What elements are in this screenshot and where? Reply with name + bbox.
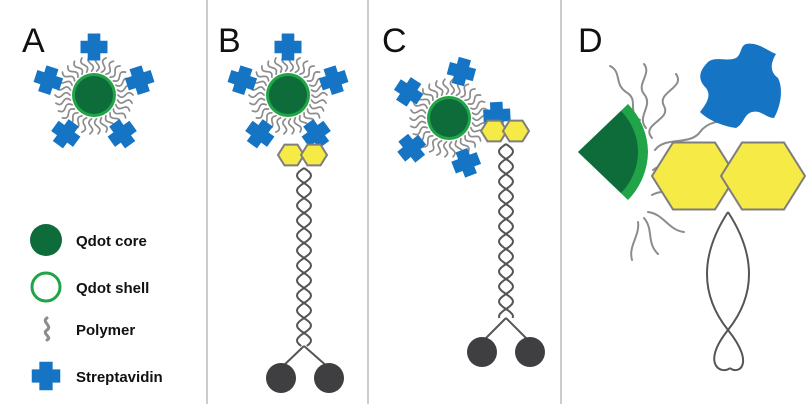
panel-c-qdot (390, 55, 512, 181)
panel-b-dna-tether (295, 167, 313, 347)
panel-b-bead-linker (280, 345, 330, 369)
panel-b-biotin-pair (276, 143, 329, 167)
panel-c-dna-tether (497, 143, 515, 319)
legend-core-label: Qdot core (76, 233, 147, 250)
legend-streptavidin-label: Streptavidin (76, 369, 163, 386)
panel-d-dna-tether (706, 211, 750, 372)
panel-d-qdot-core (578, 111, 638, 193)
panel-label-b: B (218, 22, 241, 60)
polymer-fringe (409, 78, 489, 158)
panel-c-bead-right (515, 337, 545, 367)
polymer-strand (640, 63, 649, 129)
legend-polymer-icon (43, 316, 51, 342)
streptavidin-icon (392, 129, 431, 168)
panel-label-a: A (22, 22, 45, 60)
polymer-fringe (248, 55, 328, 135)
qdot-core (75, 76, 113, 114)
polymer-strand (643, 217, 659, 255)
streptavidin-icon (316, 63, 351, 98)
dna-strand (497, 143, 515, 319)
panel-c-biotin-hexagon-right (501, 119, 531, 143)
panel-b-qdot (225, 33, 351, 153)
panel-c-bead-linker (481, 317, 531, 343)
polymer-strand (648, 73, 680, 139)
qdot-core (269, 76, 307, 114)
streptavidin-icon (46, 114, 85, 153)
panel-d-streptavidin-icon (700, 43, 781, 129)
panel-label-d: D (578, 22, 603, 60)
panel-c-beads (467, 317, 545, 367)
polymer-strand (647, 211, 685, 233)
streptavidin-icon (274, 33, 302, 61)
legend-streptavidin-icon (31, 361, 61, 391)
streptavidin-icon (80, 33, 108, 61)
panel-d-biotin-hexagon-left (650, 141, 738, 211)
panel-b-bead-right (314, 363, 344, 393)
panel-d-biotin-pair (650, 141, 807, 211)
streptavidin-icon (240, 114, 279, 153)
panel-a-qdot (31, 33, 157, 153)
streptavidin-icon (103, 114, 142, 153)
dna-strand (295, 167, 313, 347)
panel-d-streptavidin (700, 43, 781, 129)
panel-label-c: C (382, 22, 407, 60)
panel-b-beads (266, 345, 344, 393)
panel-d-biotin-hexagon-right (719, 141, 807, 211)
panel-c-biotin-hexagon-left (479, 119, 509, 143)
polymer-strand (630, 221, 640, 261)
panel-b-biotin-hexagon-right (299, 143, 329, 167)
streptavidin-icon (225, 63, 260, 98)
legend-shell-label: Qdot shell (76, 280, 149, 297)
legend-core-icon (30, 224, 62, 256)
panel-c-biotin-pair (479, 119, 531, 143)
legend-polymer-label: Polymer (76, 322, 135, 339)
panel-b-biotin-hexagon-left (276, 143, 306, 167)
panel-d-detail (578, 43, 807, 372)
legend-shell-icon (30, 271, 62, 303)
streptavidin-icon (122, 63, 157, 98)
streptavidin-icon (31, 63, 66, 98)
qdot-core (430, 99, 468, 137)
dna-strand (497, 143, 515, 319)
panel-c-bead-left (467, 337, 497, 367)
legend: Qdot core Qdot shell Polymer Streptavidi… (30, 224, 163, 391)
panel-b-bead-left (266, 363, 296, 393)
